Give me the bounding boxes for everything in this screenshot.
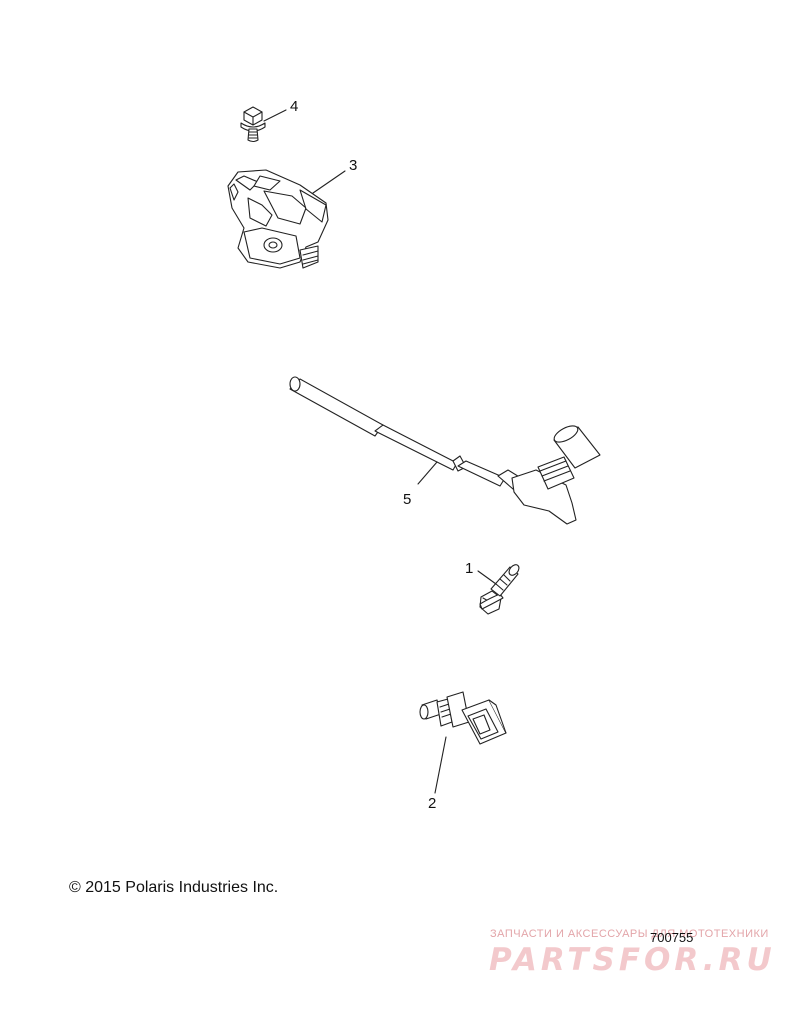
figure-id: 700755 [650,930,694,945]
watermark-tagline: ЗАПЧАСТИ И АКСЕССУАРЫ ДЛЯ МОТОТЕХНИКИ [490,928,769,940]
part-4-bolt [240,106,266,143]
leader-lines [263,109,497,794]
part-2-temp-sensor [419,691,507,745]
callout-3: 3 [349,157,357,174]
watermark-brand: PARTSFOR.RU [489,942,776,978]
part-5-speed-sensor [289,376,601,525]
callout-1: 1 [465,560,473,577]
part-1-bolt [479,564,520,615]
copyright-text: © 2015 Polaris Industries Inc. [69,879,279,896]
callout-4: 4 [290,98,298,115]
callout-2: 2 [428,795,436,812]
part-3-map-sensor [227,169,329,269]
callout-5: 5 [403,491,411,508]
